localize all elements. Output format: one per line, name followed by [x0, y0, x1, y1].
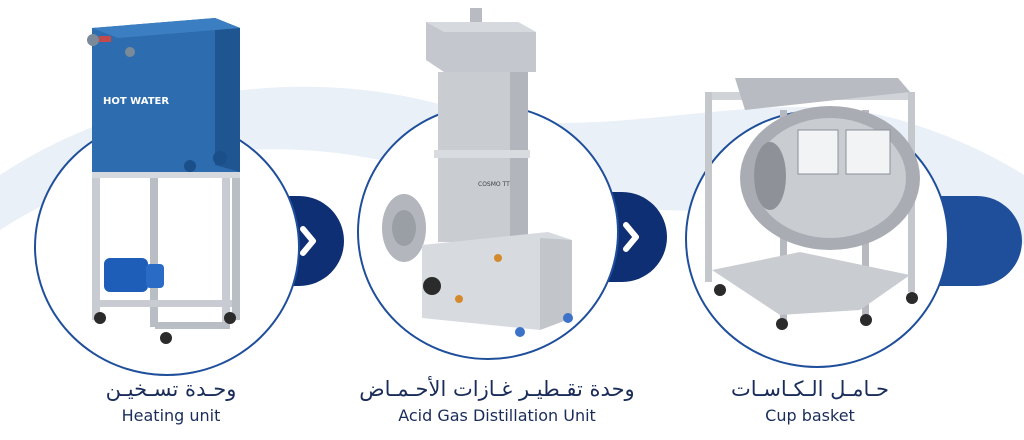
distillation-unit-caption: وحدة تقـطيـر غـازات الأحـمـاض Acid Gas D…	[347, 377, 647, 427]
heating-unit-caption: وحـدة تسـخيـن Heating unit	[21, 377, 321, 427]
distillation-unit-label-ar: وحدة تقـطيـر غـازات الأحـمـاض	[359, 377, 635, 401]
distillation-unit-label-en: Acid Gas Distillation Unit	[398, 406, 596, 425]
arrow-connector-3	[937, 196, 1022, 286]
cup-basket-circle	[685, 110, 949, 368]
heating-unit-label-en: Heating unit	[121, 406, 221, 425]
cup-basket-caption: حـامـل الـكـاسـات Cup basket	[660, 377, 960, 427]
cup-basket-label-en: Cup basket	[765, 406, 855, 425]
distillation-unit-circle	[357, 104, 619, 360]
cup-basket-label-ar: حـامـل الـكـاسـات	[731, 377, 889, 401]
heating-unit-label-ar: وحـدة تسـخيـن	[105, 377, 237, 401]
heating-unit-circle	[34, 118, 300, 376]
arrow-connector-1	[285, 196, 344, 286]
arrow-connector-2	[606, 192, 667, 282]
